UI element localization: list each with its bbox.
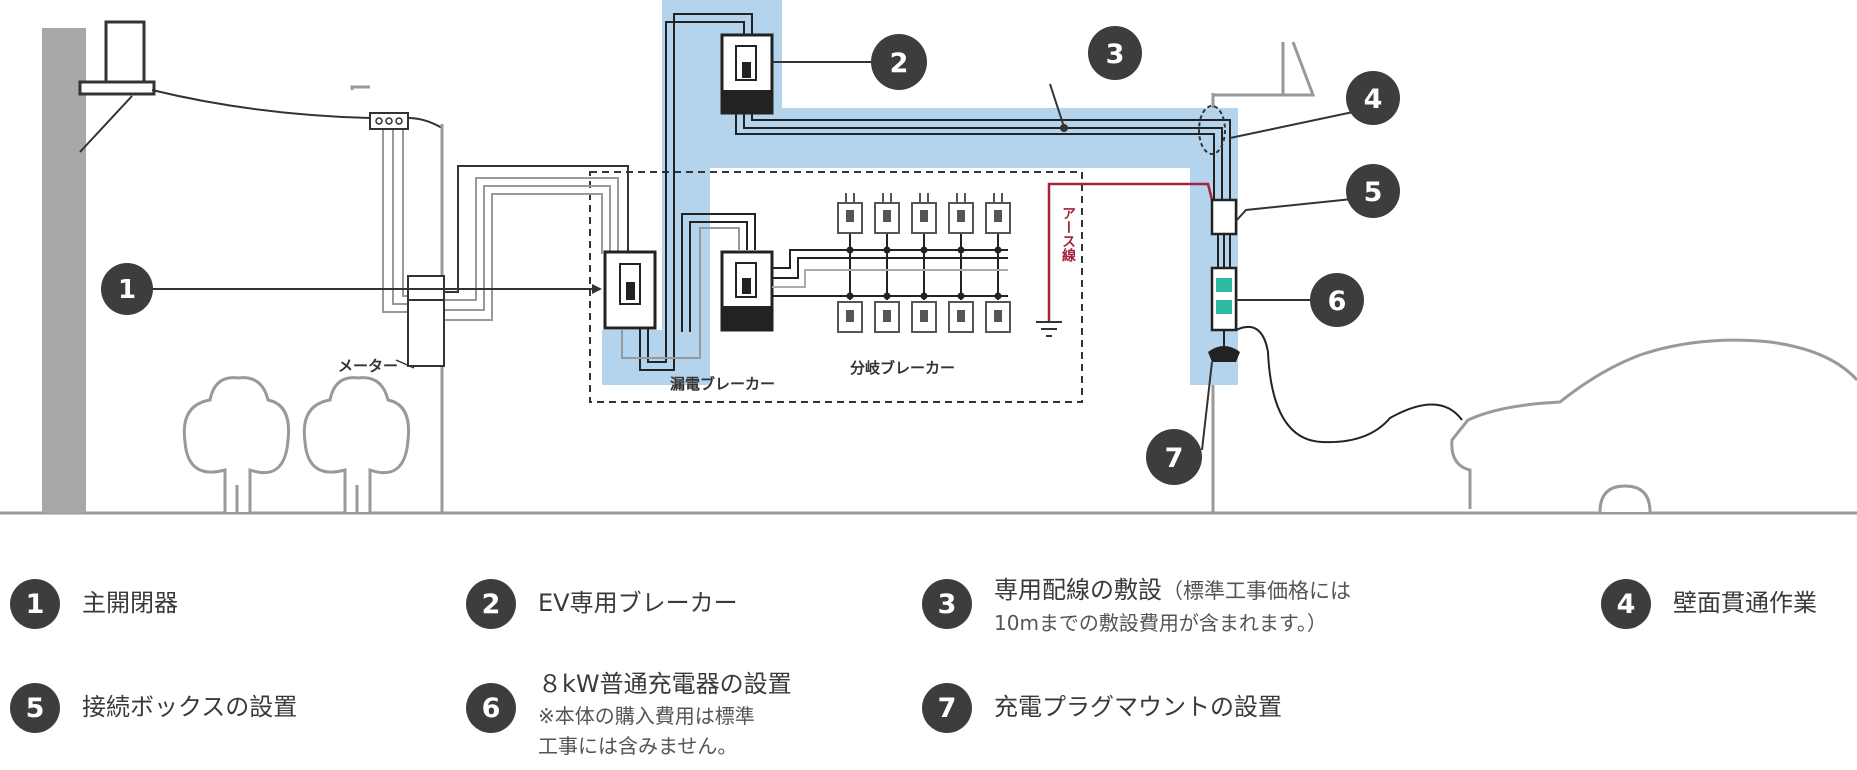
svg-text:2: 2: [890, 48, 909, 79]
legend-item-6: 6 ８kW普通充電器の設置 ※本体の購入費用は標準 工事には含みません。: [466, 670, 792, 761]
meter: [407, 275, 445, 367]
svg-text:6: 6: [1328, 286, 1347, 317]
legend-item-3: 3 専用配線の敷設（標準工事価格には 10mまでの敷設費用が含まれます。）: [922, 576, 1351, 638]
legend-item-7: 7 充電プラグマウントの設置: [922, 683, 1282, 733]
svg-text:7: 7: [1165, 443, 1184, 474]
ev-dedicated-wiring: [639, 13, 1231, 371]
legend-badge: 1: [10, 579, 60, 629]
legend-note: 工事には含みません。: [538, 734, 738, 758]
earth-wire-label: アース線: [1060, 206, 1076, 263]
leakage-breaker: [720, 250, 774, 332]
callout-badge-2: 2: [871, 34, 927, 90]
legend-text: EV専用ブレーカー: [538, 589, 738, 617]
legend-note: 10mまでの敷設費用が含まれます。）: [994, 611, 1327, 635]
legend-badge: 3: [922, 579, 972, 629]
legend-text: 専用配線の敷設: [994, 576, 1162, 604]
legend-badge: 4: [1601, 579, 1651, 629]
service-drop-wire: [151, 89, 371, 119]
leakage-breaker-label: 漏電ブレーカー: [670, 375, 775, 393]
svg-text:3: 3: [1106, 39, 1125, 70]
charging-plug-mount: [1208, 346, 1240, 362]
leakage-breaker-wiring: [681, 213, 756, 332]
legend-text: 壁面貫通作業: [1673, 589, 1817, 617]
svg-text:5: 5: [1364, 177, 1383, 208]
main-switch: [603, 250, 657, 330]
legend-note: ※本体の購入費用は標準: [538, 704, 755, 728]
ev-charger: [1210, 266, 1238, 332]
branch-breakers-bottom: [837, 301, 1011, 333]
supply-wire-dark: [445, 165, 629, 293]
service-connector: [369, 112, 409, 130]
legend-badge: 5: [10, 683, 60, 733]
charging-cable: [1235, 325, 1463, 444]
legend-item-1: 1 主開閉器: [10, 579, 178, 629]
legend-item-2: 2 EV専用ブレーカー: [466, 579, 738, 629]
callout-leaders: [148, 61, 1373, 451]
callout-badge-6: 6: [1310, 273, 1364, 327]
branch-breaker-label: 分岐ブレーカー: [850, 359, 955, 377]
legend-badge: 6: [466, 683, 516, 733]
callout-badge-4: 4: [1346, 71, 1400, 125]
branch-breakers-top: [837, 202, 1011, 234]
callout-badge-1: 1: [101, 263, 153, 315]
legend-item-5: 5 接続ボックスの設置: [10, 683, 297, 733]
legend-subtext: （標準工事価格には: [1162, 579, 1351, 603]
legend-item-4: 4 壁面貫通作業: [1601, 579, 1817, 629]
tree-icon: [182, 376, 291, 512]
branch-bus: [772, 232, 1008, 300]
meter-label: メーター: [338, 357, 398, 375]
callout-badge-3: 3: [1088, 26, 1142, 80]
earth-wire: [1047, 182, 1214, 322]
distribution-board-boundary: [589, 171, 1083, 403]
legend-text: 充電プラグマウントの設置: [994, 693, 1282, 721]
car-outline: [1450, 338, 1857, 509]
ev-breaker: [720, 33, 774, 115]
utility-pole: [42, 20, 156, 513]
tree-icon: [302, 376, 411, 512]
ev-charger-installation-diagram: メーター 漏電ブレーカー: [0, 0, 1857, 515]
ground-symbol: [1036, 321, 1062, 337]
wall-penetration: [1198, 105, 1226, 155]
junction-box: [1210, 198, 1238, 236]
legend-text: 主開閉器: [82, 589, 178, 617]
legend-badge: 2: [466, 579, 516, 629]
legend-text: ８kW普通充電器の設置: [538, 670, 792, 698]
svg-text:1: 1: [118, 275, 136, 305]
callout-badge-7: 7: [1146, 429, 1202, 485]
legend-badge: 7: [922, 683, 972, 733]
svg-text:4: 4: [1364, 84, 1383, 115]
callout-badge-5: 5: [1346, 164, 1400, 218]
legend-text: 接続ボックスの設置: [82, 693, 298, 721]
